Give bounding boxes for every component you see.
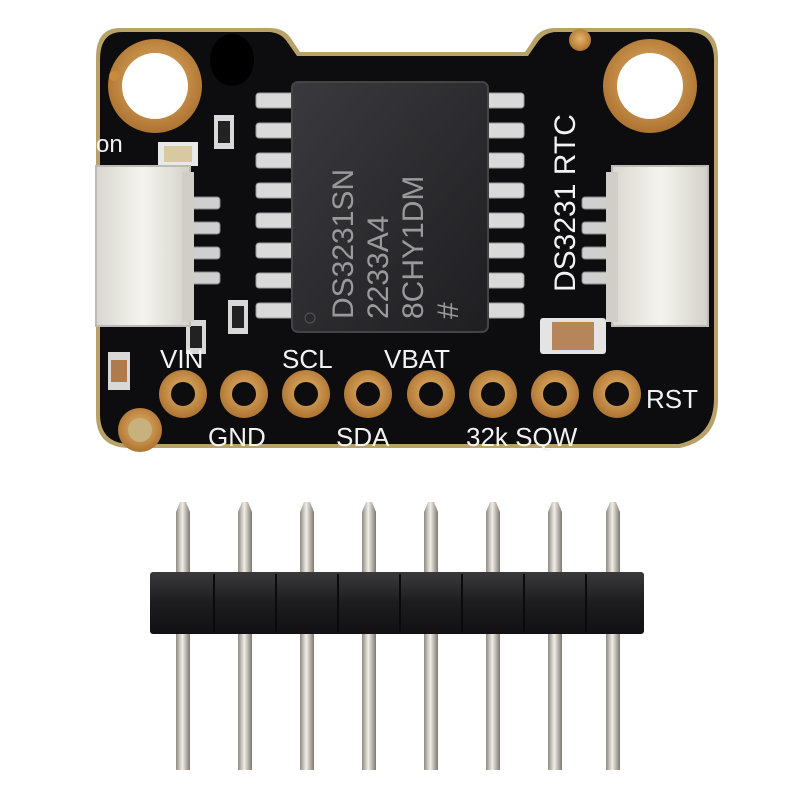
connector-left: [95, 165, 221, 327]
chip-marking-line-2: 2233A4: [362, 216, 395, 319]
smd-capacitor: [540, 318, 606, 354]
pin-label-gnd: GND: [208, 422, 266, 452]
chip-marking-line-3: 8CHY1DM: [397, 176, 430, 319]
header-pin: [300, 502, 314, 770]
pin-pad: [344, 370, 392, 418]
chip-pin1-mark: [304, 312, 316, 324]
marker-dot: [210, 34, 254, 86]
ic-chip: DS3231SN 2233A4 8CHY1DM #: [255, 81, 525, 333]
pin-label-vbat: VBAT: [384, 344, 450, 374]
chip-marking-line-1: DS3231SN: [327, 169, 360, 319]
smd-resistor: [186, 320, 206, 354]
smd-resistor: [214, 115, 234, 149]
mounting-hole-small: [118, 408, 162, 452]
chip-leads-left: [255, 92, 297, 319]
via: [109, 71, 119, 81]
header-pin: [362, 502, 376, 770]
pin-pad: [220, 370, 268, 418]
pin-label-32k-sqw: 32k SQW: [466, 422, 578, 452]
pin-pad: [159, 370, 207, 418]
silkscreen: on DS3231 RTC VIN SCL VBAT GND SDA 32k S…: [96, 114, 698, 452]
chip-marking: DS3231SN 2233A4 8CHY1DM #: [327, 169, 465, 319]
ic-chip-icon: [291, 81, 489, 333]
pin-header-icon: [150, 502, 644, 770]
power-led: [158, 142, 198, 166]
header-pin: [606, 502, 620, 770]
header-pin: [548, 502, 562, 770]
chip-leads-right: [483, 92, 525, 319]
smd-resistor: [228, 300, 248, 334]
pin-pad: [407, 370, 455, 418]
via: [569, 29, 591, 51]
mounting-hole-right: [603, 39, 697, 133]
pin-label-scl: SCL: [282, 344, 333, 374]
pin-pad: [593, 370, 641, 418]
pin-pad: [531, 370, 579, 418]
product-label: DS3231 RTC: [549, 114, 582, 292]
smd-capacitor: [108, 352, 130, 390]
chip-marking-line-4: #: [432, 302, 465, 319]
stemma-qt-connector-icon: [95, 165, 191, 327]
pin-label-vin: VIN: [160, 344, 203, 374]
connector-right: [581, 165, 709, 327]
header-pin: [486, 502, 500, 770]
header-pin: [238, 502, 252, 770]
pin-pad: [469, 370, 517, 418]
pin-label-rst: RST: [646, 384, 698, 414]
header-plastic-strip: [150, 572, 644, 634]
pin-pad: [282, 370, 330, 418]
mounting-hole-left: [108, 39, 202, 133]
pin-pads: [159, 370, 641, 418]
header-pin: [424, 502, 438, 770]
pin-label-sda: SDA: [336, 422, 390, 452]
header-segment-dividers: [213, 574, 587, 632]
header-pin: [176, 502, 190, 770]
header-pins: [176, 502, 620, 770]
stemma-qt-connector-icon: [611, 165, 709, 327]
power-label: on: [96, 131, 123, 158]
